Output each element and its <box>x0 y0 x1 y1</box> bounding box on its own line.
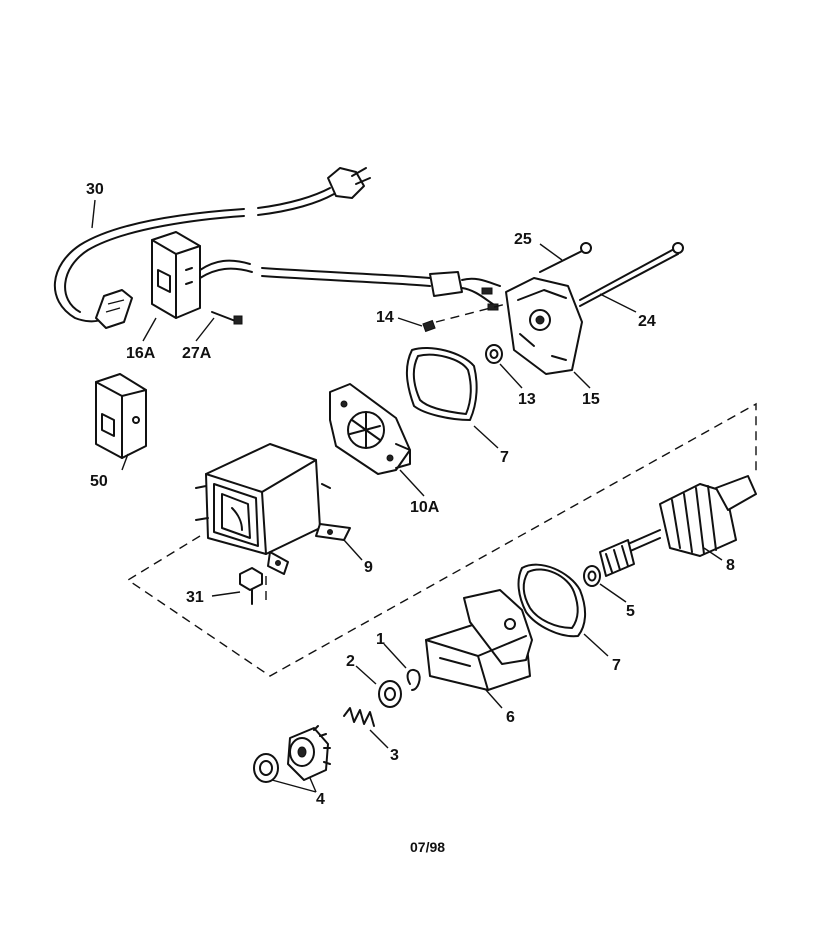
callout-labels: 30 16A 27A 14 25 24 13 15 7 50 10A 9 31 … <box>86 181 735 855</box>
callout-1: 1 <box>376 631 385 648</box>
callout-13: 13 <box>518 391 536 408</box>
part-27a-screw <box>211 311 243 325</box>
part-50-switch <box>95 373 147 459</box>
leader-lines <box>91 199 723 793</box>
part-7-gasket-upper <box>406 346 478 421</box>
callout-10a: 10A <box>410 499 440 516</box>
part-2-bearing <box>378 680 402 708</box>
callout-15: 15 <box>582 391 600 408</box>
part-30-power-cord <box>53 167 371 329</box>
callout-30: 30 <box>86 181 104 198</box>
part-16a-switch <box>151 231 253 319</box>
part-9-motor-housing <box>195 443 351 575</box>
part-8-armature <box>599 475 757 577</box>
callout-3: 3 <box>390 747 399 764</box>
part-6-gear-housing <box>425 589 533 691</box>
part-4-gear-assembly <box>253 725 331 783</box>
callout-31: 31 <box>186 589 204 606</box>
part-10a-brush-plate <box>329 383 411 475</box>
part-7-gasket-lower <box>517 563 586 638</box>
part-24-screw <box>579 242 684 307</box>
callout-6: 6 <box>506 709 515 726</box>
callout-8: 8 <box>726 557 735 574</box>
callout-24: 24 <box>638 313 656 330</box>
callout-9: 9 <box>364 559 373 576</box>
part-1-retaining-ring <box>406 668 421 691</box>
callout-27a: 27A <box>182 345 212 362</box>
callout-25: 25 <box>514 231 532 248</box>
part-25-screw <box>539 242 592 273</box>
part-5-washer <box>583 565 601 587</box>
part-3-spring <box>343 707 375 727</box>
part-31-screw <box>239 567 267 606</box>
callout-7-upper: 7 <box>500 449 509 466</box>
part-14-screw <box>422 303 507 333</box>
part-15-end-cap <box>505 277 583 375</box>
callout-2: 2 <box>346 653 355 670</box>
callout-5: 5 <box>626 603 635 620</box>
callout-14: 14 <box>376 309 394 326</box>
callout-50: 50 <box>90 473 108 490</box>
date-code: 07/98 <box>410 839 445 855</box>
callout-7-lower: 7 <box>612 657 621 674</box>
motor-lead-cord <box>261 267 501 311</box>
part-13-washer <box>485 344 503 364</box>
assembly-outline <box>126 402 757 677</box>
callout-16a: 16A <box>126 345 156 362</box>
callout-4: 4 <box>316 791 325 808</box>
